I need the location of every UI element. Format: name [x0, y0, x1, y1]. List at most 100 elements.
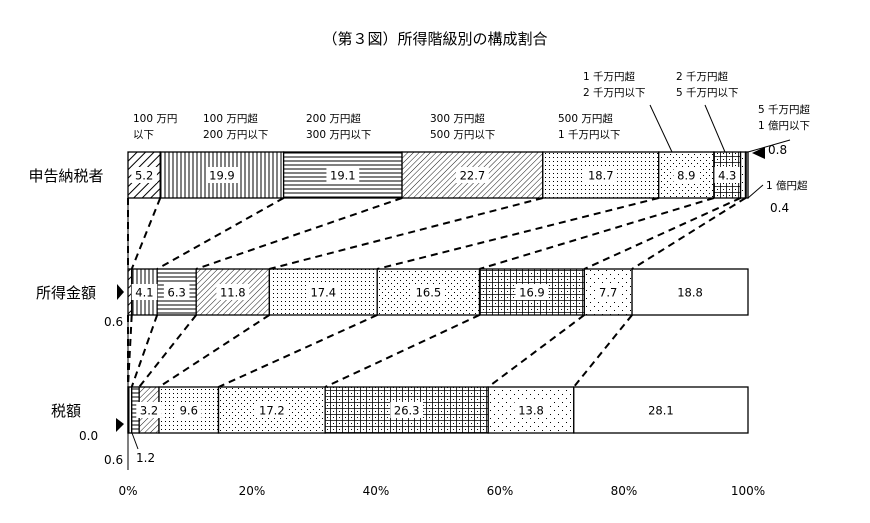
- category-label: 2 千万円以下: [583, 87, 646, 99]
- row-label: 申告納税者: [28, 167, 103, 185]
- data-label-bg: [163, 284, 190, 300]
- data-label-bg: [411, 284, 445, 300]
- connector-line: [631, 197, 747, 270]
- data-label-bg: [714, 167, 741, 183]
- data-label-bg: [131, 284, 158, 300]
- data-label: 0.4: [770, 201, 789, 215]
- data-label-bg: [175, 402, 202, 418]
- data-label: 18.7: [588, 169, 614, 183]
- data-label-bg: [514, 402, 548, 418]
- data-label-bg: [644, 402, 678, 418]
- row-label: 税額: [51, 402, 81, 420]
- data-label: 19.1: [330, 169, 356, 183]
- data-label: 16.5: [416, 286, 442, 300]
- data-label-bg: [456, 167, 489, 183]
- data-label: 3.2: [140, 404, 158, 418]
- data-label: 18.8: [677, 286, 703, 300]
- data-label: 19.9: [209, 169, 235, 183]
- category-label: 200 万円以下: [203, 129, 268, 141]
- data-label-bg: [131, 167, 157, 183]
- x-tick-label: 0%: [118, 484, 137, 498]
- category-label: 1 億円以下: [758, 119, 810, 132]
- data-label: 8.9: [677, 169, 695, 183]
- data-label: 6.3: [168, 286, 186, 300]
- data-label-bg: [205, 167, 239, 183]
- data-label-bg: [306, 284, 340, 300]
- connector-line: [156, 197, 285, 270]
- chart-title: （第３図）所得階級別の構成割合: [322, 30, 547, 48]
- x-tick-label: 20%: [239, 484, 266, 498]
- leader-line: [704, 104, 726, 153]
- data-label: 4.3: [718, 169, 736, 183]
- data-label: 7.7: [599, 286, 617, 300]
- bar-segment: [739, 151, 747, 199]
- category-label: 500 万円以下: [430, 129, 495, 141]
- data-label: 28.1: [648, 404, 674, 418]
- data-label-bg: [216, 284, 250, 300]
- connector-line: [376, 197, 659, 270]
- connector-line: [158, 314, 270, 388]
- x-tick-label: 100%: [731, 484, 765, 498]
- data-label: 5.2: [135, 169, 153, 183]
- data-label: 17.4: [310, 286, 336, 300]
- category-label: 300 万円以下: [306, 129, 371, 141]
- connector-line: [130, 314, 159, 388]
- connector-line: [138, 314, 197, 388]
- leader-line: [747, 184, 764, 199]
- data-label: 9.6: [180, 404, 198, 418]
- category-label: 5 千万円以下: [676, 87, 739, 99]
- data-label-bg: [255, 402, 289, 418]
- data-label: 0.6: [104, 453, 123, 467]
- data-label-bg: [515, 284, 549, 300]
- data-label: 1.2: [136, 451, 155, 465]
- connector-line: [195, 197, 403, 270]
- category-label: 500 万円超: [558, 112, 613, 125]
- category-label: 100 万円超: [203, 112, 258, 125]
- data-label: 0.0: [79, 429, 98, 443]
- data-label: 4.1: [135, 286, 153, 300]
- data-label: 22.7: [460, 169, 486, 183]
- data-label: 16.9: [519, 286, 545, 300]
- data-label-bg: [673, 167, 700, 183]
- data-label: 0.6: [104, 315, 123, 329]
- data-label: 11.8: [220, 286, 246, 300]
- connector-line: [269, 197, 544, 270]
- category-label: 200 万円超: [306, 112, 361, 125]
- bar-segment: [478, 268, 585, 316]
- category-label: 1 千万円超: [583, 70, 636, 83]
- category-label: 100 万円: [133, 113, 177, 125]
- x-tick-label: 40%: [363, 484, 390, 498]
- data-label-bg: [584, 167, 618, 183]
- connector-line: [218, 314, 378, 388]
- data-label: 13.8: [518, 404, 544, 418]
- data-label-bg: [595, 284, 621, 300]
- x-tick-label: 60%: [487, 484, 514, 498]
- callout-arrow: [116, 418, 124, 432]
- data-label-bg: [326, 167, 360, 183]
- data-label: 0.8: [768, 143, 787, 157]
- leader-line: [747, 139, 791, 153]
- connector-line: [573, 314, 633, 388]
- callout-arrow: [117, 284, 124, 300]
- x-tick-label: 80%: [611, 484, 638, 498]
- connector-line: [130, 197, 162, 270]
- leader-line: [649, 104, 673, 153]
- category-label: 5 千万円超: [758, 103, 811, 116]
- category-label: 1 千万円以下: [558, 129, 621, 141]
- category-label: 2 千万円超: [676, 70, 729, 83]
- callout-arrow: [752, 147, 765, 159]
- category-label: 300 万円超: [430, 112, 485, 125]
- connector-line: [479, 197, 715, 270]
- data-label-bg: [136, 402, 162, 418]
- callout-line: [131, 432, 139, 450]
- category-label: 1 億円超: [766, 179, 808, 192]
- row-label: 所得金額: [36, 284, 96, 302]
- connector-line: [487, 314, 585, 388]
- data-label: 26.3: [394, 404, 420, 418]
- connector-line: [324, 314, 480, 388]
- category-label: 以下: [133, 129, 154, 141]
- bar-segment: [744, 151, 749, 199]
- connector-line: [583, 197, 741, 270]
